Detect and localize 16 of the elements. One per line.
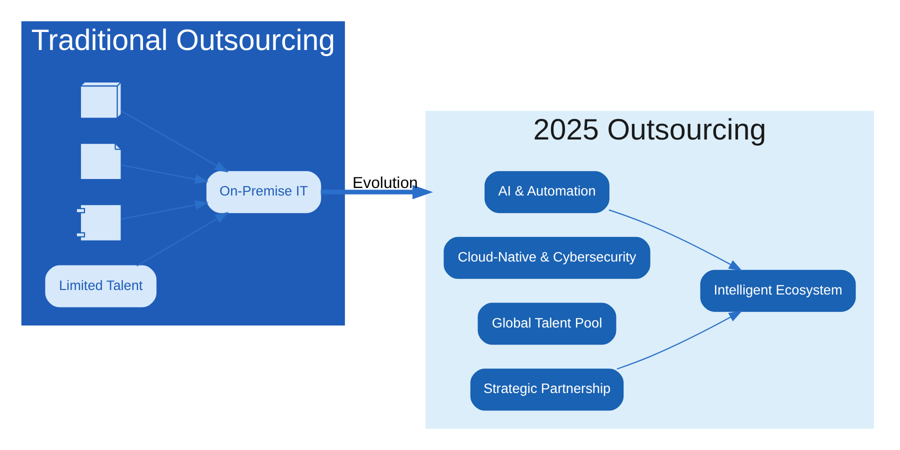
arrow (616, 310, 742, 370)
arrow (608, 209, 742, 272)
arrow (320, 184, 432, 200)
node-box: Intelligent Ecosystem (700, 270, 856, 312)
node-box: AI & Automation (484, 171, 609, 214)
arrow (120, 200, 208, 220)
edge-label: Evolution (352, 174, 418, 192)
node-box: Strategic Partnership (470, 368, 624, 411)
node-box: Limited Talent (44, 265, 156, 308)
node-lock (75, 204, 122, 242)
arrow (136, 212, 228, 266)
node-box: On-Premise IT (206, 171, 321, 214)
node-box: Global Talent Pool (477, 302, 616, 345)
node-box: Cloud-Native & Cybersecurity (443, 236, 650, 279)
arrow (120, 164, 208, 184)
arrow (120, 110, 228, 172)
